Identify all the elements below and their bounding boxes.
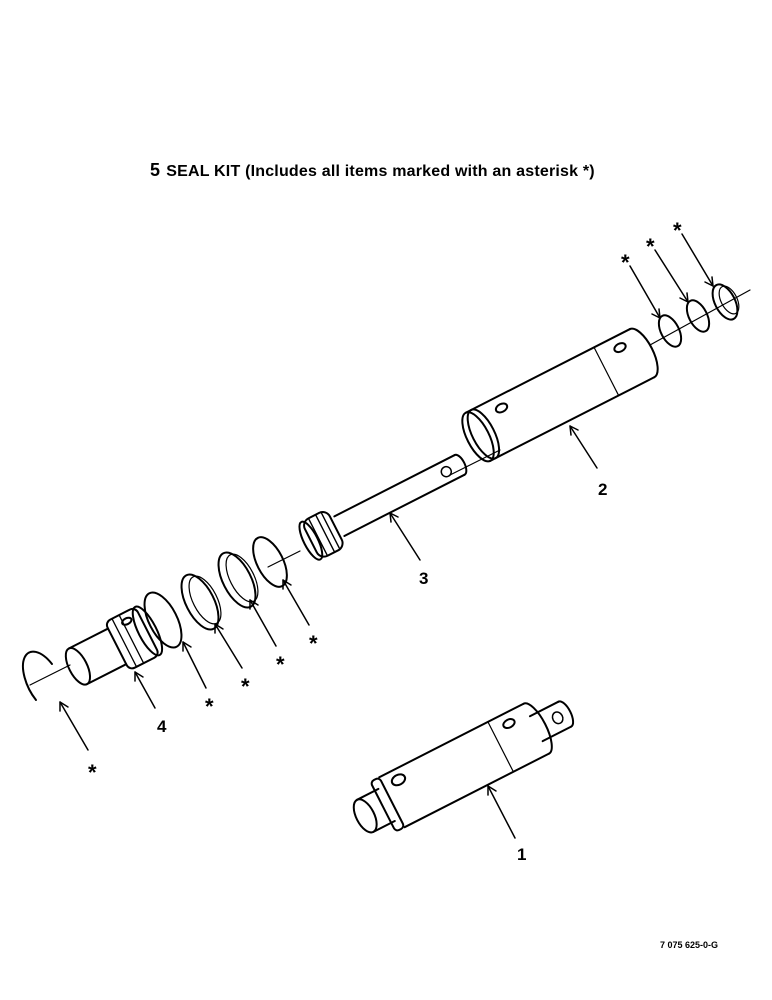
asterisk-marker-8: *	[673, 218, 682, 243]
seal-ring-group-left	[22, 536, 288, 701]
rod-part-3	[298, 453, 468, 561]
label-part-4: 4	[157, 717, 167, 736]
assembled-cylinder-part-1	[352, 700, 575, 834]
seal-kit-item-number: 5	[150, 160, 161, 180]
asterisk-marker-1: *	[88, 760, 97, 785]
label-part-2: 2	[598, 480, 607, 499]
seal-ring-g	[685, 299, 711, 333]
seal-ring-f	[657, 314, 683, 348]
label-part-1: 1	[517, 845, 526, 864]
seal-kit-title-text: SEAL KIT (Includes all items marked with…	[166, 163, 595, 180]
seal-kit-title: 5 SEAL KIT (Includes all items marked wit…	[150, 160, 595, 181]
asterisk-marker-3: *	[241, 674, 250, 699]
seal-ring-c	[180, 573, 220, 631]
asterisk-marker-6: *	[621, 250, 630, 275]
drawing-code: 7 075 625-0-G	[660, 940, 719, 950]
label-part-3: 3	[419, 569, 428, 588]
asterisk-marker-2: *	[205, 694, 214, 719]
exploded-centerline	[29, 289, 751, 686]
seal-ring-b	[143, 591, 183, 649]
seal-ring-group-right	[657, 283, 740, 348]
barrel-part-2	[461, 327, 659, 463]
seal-ring-h	[711, 283, 739, 321]
asterisk-marker-4: *	[276, 652, 285, 677]
asterisk-marker-7: *	[646, 234, 655, 259]
asterisk-marker-5: *	[309, 631, 318, 656]
leader-lines	[59, 233, 714, 839]
gland-part-4	[64, 605, 164, 686]
seal-ring-a	[22, 650, 53, 701]
